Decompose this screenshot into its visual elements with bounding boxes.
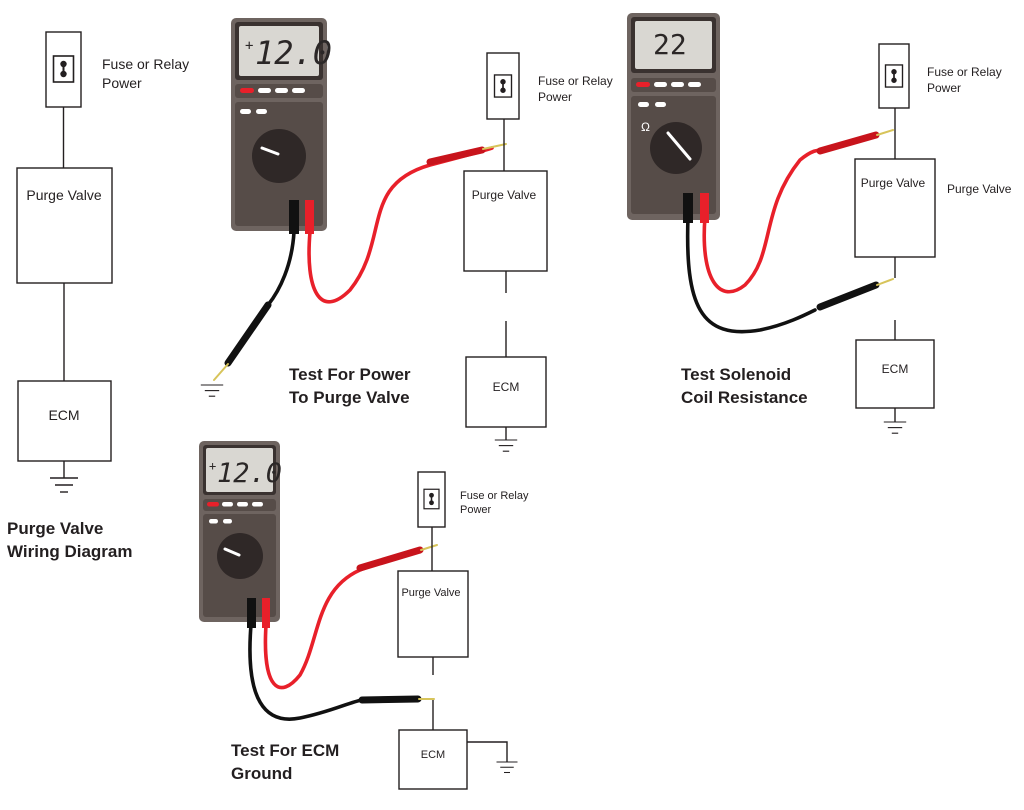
red-probe-tip [482, 143, 507, 150]
probe-ground-icon [200, 384, 224, 397]
test-power-title-line1: Test For Power [289, 365, 411, 384]
test-resistance-title-line2: Coil Resistance [681, 388, 808, 407]
ecm-box [855, 339, 935, 409]
black-test-lead [685, 215, 817, 334]
multimeter: + 12.0 [231, 18, 332, 234]
meter-display: 12.0 [255, 34, 332, 72]
multimeter: 22 Ω [627, 13, 720, 223]
purge-valve-label: Purge Valve [472, 188, 537, 202]
test-resistance-title-line1: Test Solenoid [681, 365, 791, 384]
black-probe [224, 301, 272, 367]
fuse-icon [52, 55, 75, 83]
meter-display: 12.0 [217, 458, 282, 489]
ecm-label: ECM [421, 749, 445, 761]
fuse-label-line2: Power [102, 75, 142, 91]
fuse-label-line2: Power [460, 504, 492, 516]
ecm-box [17, 380, 112, 462]
fuse-label-line1: Fuse or Relay [927, 65, 1002, 79]
test-power-panel: + 12.0 Fuse or Relay Power Purge Valve E… [200, 18, 613, 452]
meter-sign: + [209, 459, 216, 473]
ground-icon [49, 477, 79, 493]
fuse-icon [423, 488, 440, 510]
fuse-icon [493, 74, 513, 98]
dial-pointer [666, 131, 692, 161]
dial-pointer [223, 547, 241, 557]
test-ground-title-line2: Ground [231, 764, 292, 783]
red-test-lead [702, 148, 824, 294]
red-probe [426, 146, 486, 166]
black-test-lead [248, 623, 364, 721]
fuse-label-line1: Fuse or Relay [538, 74, 613, 88]
purge-valve-side-label: Purge Valve [947, 182, 1012, 196]
ground-icon [494, 439, 518, 452]
purge-valve-label: Purge Valve [861, 176, 926, 190]
wiring-title-line2: Wiring Diagram [7, 542, 132, 561]
red-probe-tip [876, 129, 894, 136]
dial-pointer [260, 146, 280, 156]
test-ground-title-line1: Test For ECM [231, 741, 339, 760]
wiring-diagram-panel: Fuse or Relay Power Purge Valve ECM Purg… [7, 31, 189, 561]
black-probe [358, 695, 422, 704]
purge-valve-box [854, 158, 936, 258]
purge-valve-box [397, 570, 469, 658]
red-test-lead [263, 554, 404, 690]
fuse-relay [45, 31, 82, 108]
wire-ecm-to-ground [467, 741, 508, 762]
test-ground-panel: + 12.0 Fuse or Relay Power Purge Valve E… [199, 441, 529, 790]
black-probe-tip [876, 278, 894, 286]
ecm-label: ECM [882, 362, 909, 376]
purge-valve-label: Purge Valve [26, 187, 101, 203]
fuse-label-line2: Power [538, 90, 572, 104]
ecm-box [398, 729, 468, 790]
selector-dial[interactable] [252, 129, 306, 183]
ohm-symbol: Ω [641, 120, 650, 134]
wiring-title-line1: Purge Valve [7, 519, 103, 538]
purge-valve-box [463, 170, 548, 272]
fuse-label-line1: Fuse or Relay [102, 56, 189, 72]
red-probe [356, 546, 424, 572]
test-power-title-line2: To Purge Valve [289, 388, 410, 407]
ground-icon [495, 761, 519, 774]
test-resistance-panel: 22 Ω Fuse or Relay Power Purge Valve Pur… [627, 13, 1012, 434]
red-probe [816, 131, 880, 155]
black-probe-tip [213, 363, 229, 381]
red-probe-tip [420, 544, 438, 551]
meter-sign: + [245, 38, 253, 54]
fuse-label-line1: Fuse or Relay [460, 490, 529, 502]
black-test-lead [266, 230, 296, 307]
fuse-label-line2: Power [927, 81, 961, 95]
purge-valve-box [16, 167, 113, 284]
purge-valve-label: Purge Valve [401, 587, 460, 599]
multimeter: + 12.0 [199, 441, 282, 628]
meter-display: 22 [653, 28, 687, 61]
ecm-label: ECM [493, 380, 520, 394]
fuse-icon [884, 64, 904, 88]
selector-dial[interactable] [650, 122, 702, 174]
ground-icon [883, 421, 907, 434]
black-probe [816, 281, 880, 311]
ecm-label: ECM [48, 407, 79, 423]
